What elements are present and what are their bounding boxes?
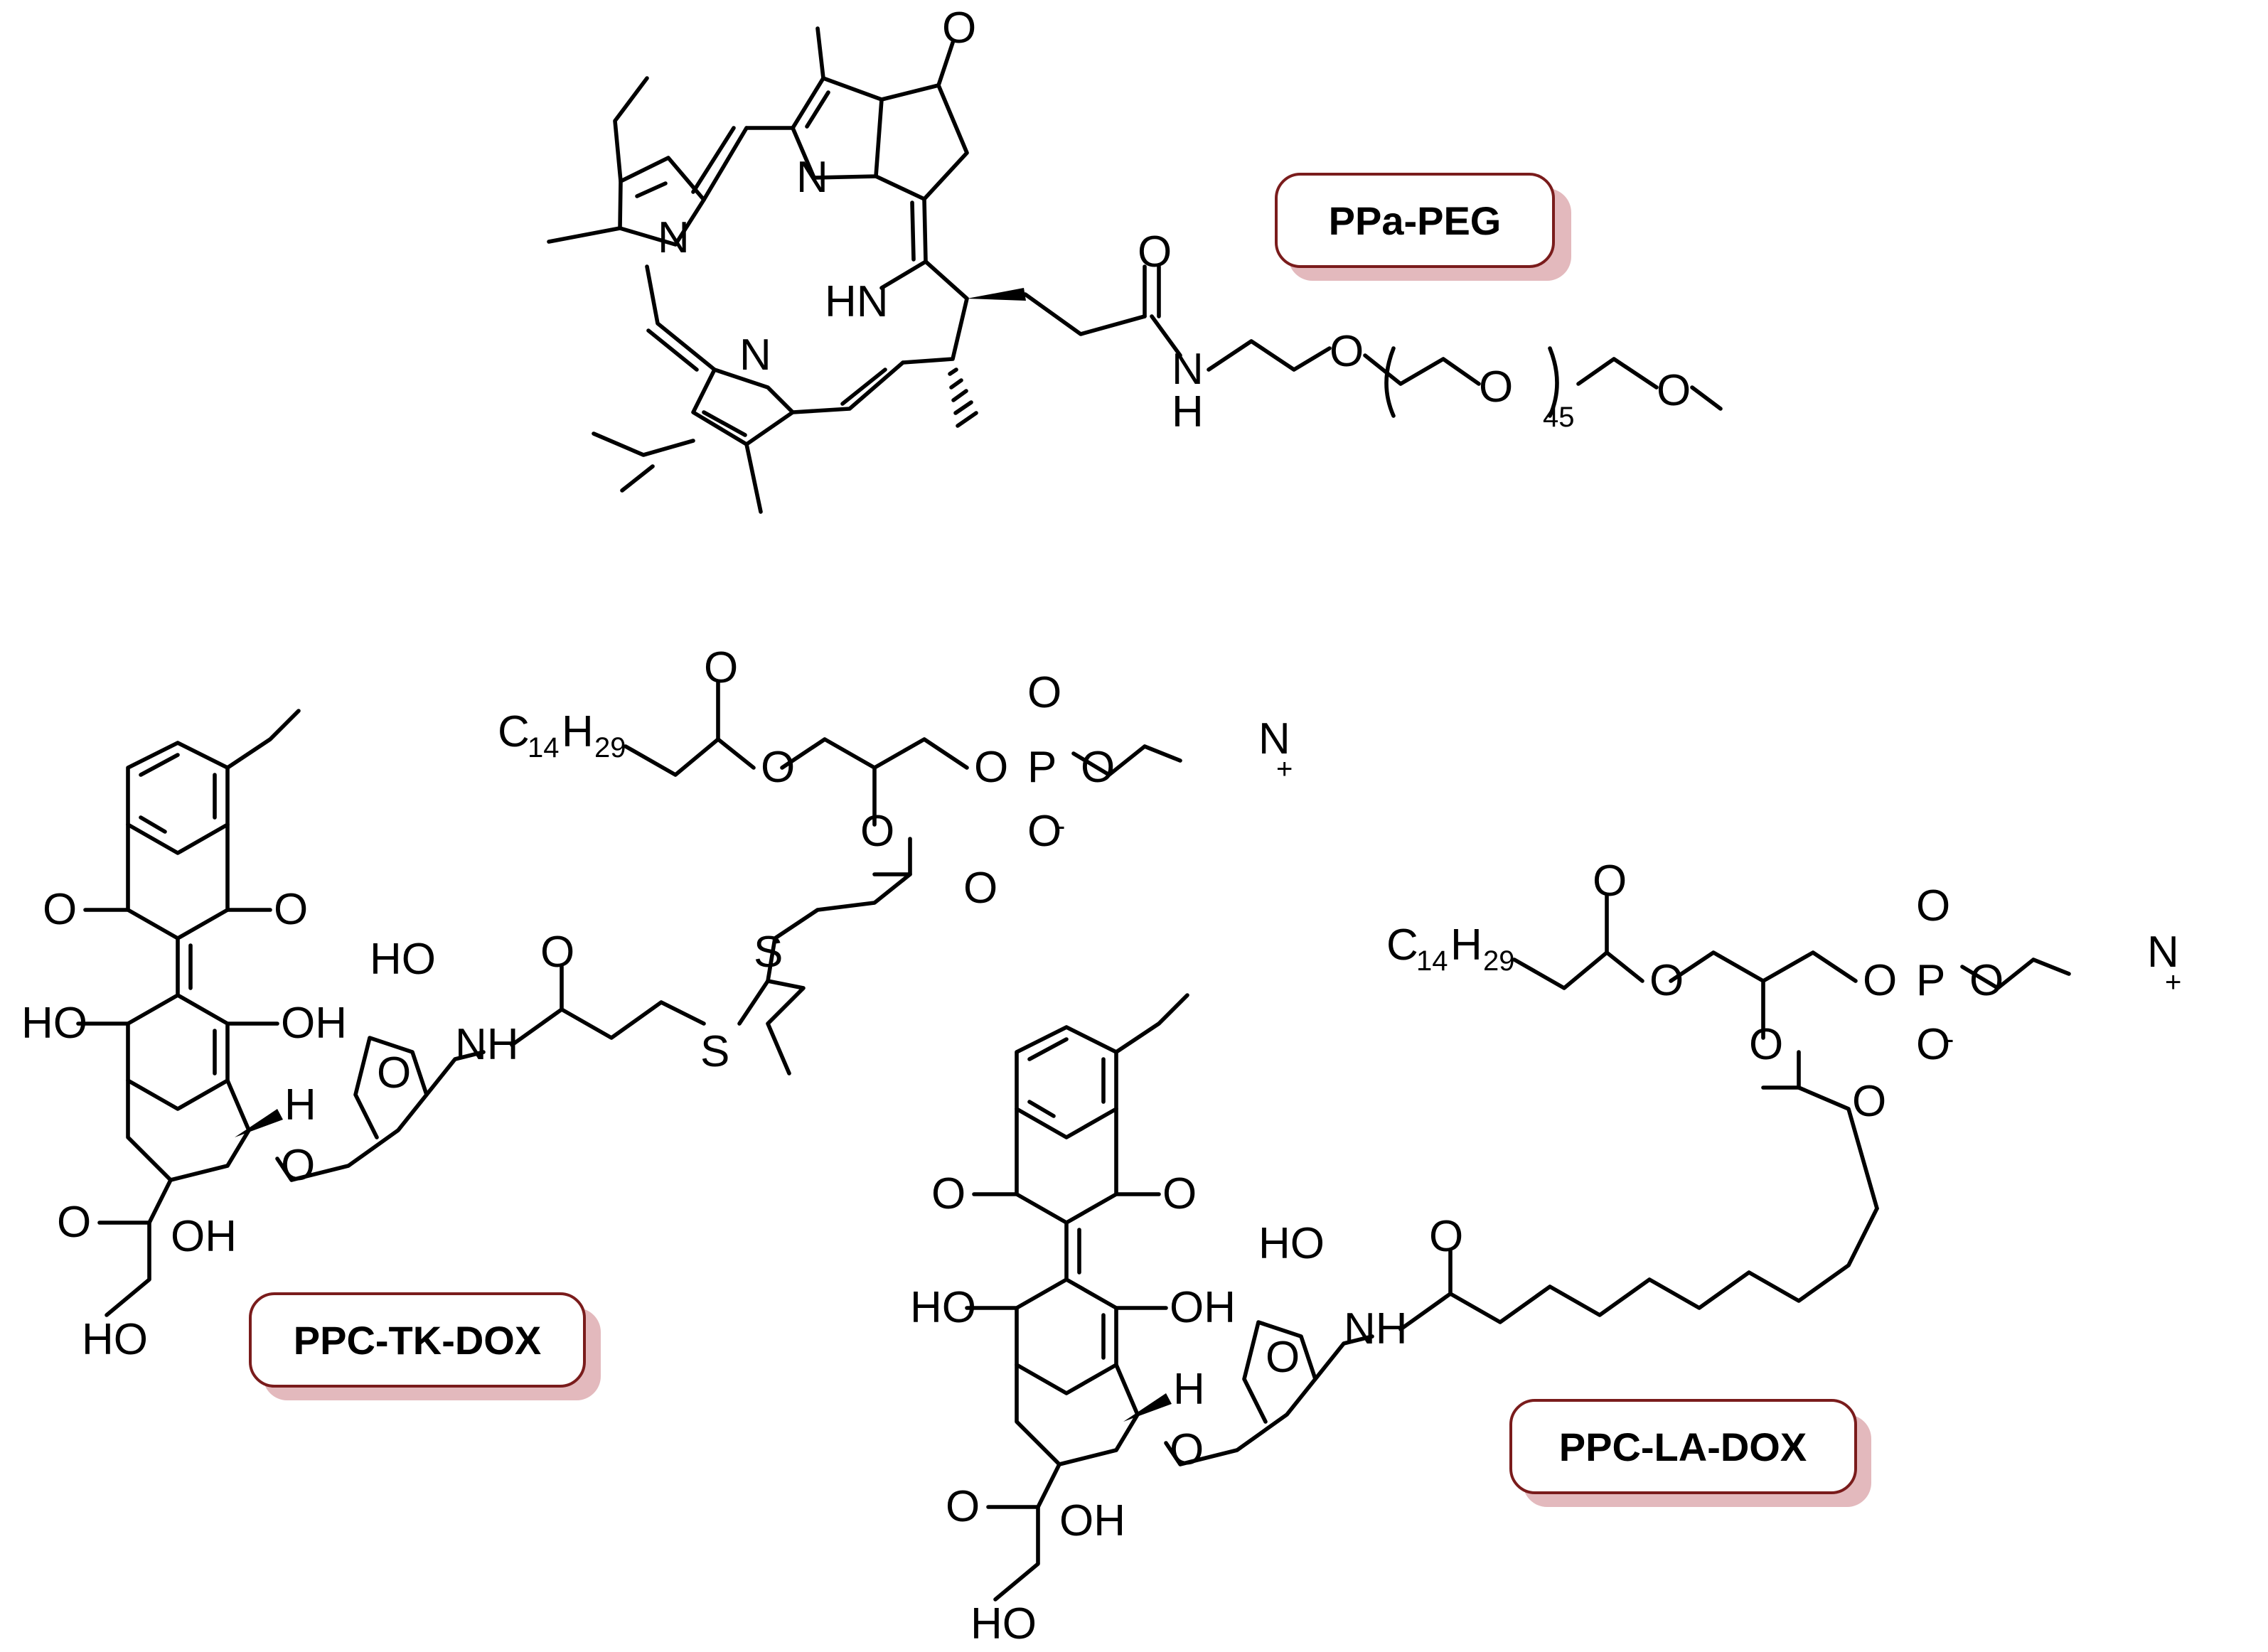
la-minus: - <box>1945 1024 1954 1055</box>
tk-h-sub: 29 <box>594 732 626 763</box>
ppc-tk-dox-badge <box>249 1292 601 1400</box>
ppa-peg-o-peg2: O <box>1479 363 1513 412</box>
ppa-peg-label: PPa-PEG <box>1329 198 1502 243</box>
ppa-peg-o-methoxy: O <box>1657 366 1691 415</box>
tk-o-ring: O <box>377 1048 411 1098</box>
tk-nh: NH <box>455 1020 519 1069</box>
la-h-stereo: H <box>1173 1365 1205 1414</box>
tk-o-phos1: O <box>974 743 1008 792</box>
tk-o-amide: O <box>540 928 574 977</box>
la-o-ester1: O <box>1649 956 1684 1005</box>
ppa-peg-o-amide: O <box>1138 227 1172 277</box>
tk-h-stereo: H <box>284 1080 316 1130</box>
ppa-peg-n1: N <box>658 213 690 262</box>
la-o-keto: O <box>946 1482 980 1531</box>
tk-o-keto: O <box>57 1198 91 1247</box>
ppa-peg-repeat-count: 45 <box>1543 402 1575 433</box>
ppa-peg-n2: N <box>796 153 828 202</box>
tk-plus: + <box>1276 753 1293 785</box>
la-n-plus: N <box>2147 928 2179 977</box>
tk-o-phos-up: O <box>1027 668 1061 717</box>
tk-ho-sugar: HO <box>370 935 436 984</box>
la-o-ester2: O <box>1749 1020 1783 1069</box>
la-o-phos-up: O <box>1916 881 1950 930</box>
tk-c-sub: 14 <box>528 732 560 763</box>
la-o-phos1: O <box>1863 956 1897 1005</box>
la-c-sub: 14 <box>1416 945 1448 977</box>
tk-o-carbonyl2: O <box>963 864 997 913</box>
la-plus: + <box>2165 967 2181 998</box>
la-h: H <box>1450 921 1482 970</box>
ppa-peg-badge <box>1275 173 1571 281</box>
ppa-peg-o-ketone: O <box>942 4 976 53</box>
tk-ho-end: HO <box>82 1315 148 1364</box>
tk-h: H <box>562 707 594 756</box>
ppc-la-dox-structure <box>965 894 2071 1602</box>
ppc-tk-dox-label: PPC-TK-DOX <box>294 1318 541 1363</box>
la-nh: NH <box>1344 1304 1408 1353</box>
la-p: P <box>1916 956 1945 1005</box>
tk-o-quinone2: O <box>274 885 308 934</box>
la-o-glyc: O <box>1170 1425 1204 1474</box>
la-o-quinone2: O <box>1162 1169 1197 1218</box>
tk-o-carbonyl1: O <box>704 643 738 692</box>
tk-s1: S <box>754 928 783 977</box>
ppa-peg-n3: N <box>739 331 771 380</box>
ppa-peg-nh-h: H <box>1172 387 1204 436</box>
ppa-peg-o-peg1: O <box>1330 327 1364 376</box>
ppa-peg-structure <box>547 26 1723 514</box>
la-ho-end: HO <box>970 1599 1037 1648</box>
la-o-amide: O <box>1429 1212 1463 1261</box>
la-oh-tert: OH <box>1059 1496 1125 1545</box>
la-c: C <box>1386 921 1418 970</box>
tk-o-phos-minus: O <box>1027 807 1061 856</box>
la-o-phos-minus: O <box>1916 1020 1950 1069</box>
la-ho-sugar: HO <box>1258 1219 1325 1268</box>
tk-n-plus: N <box>1258 714 1290 763</box>
tk-oh-tert: OH <box>171 1212 237 1261</box>
la-oh-1: OH <box>1170 1283 1236 1332</box>
ppc-la-dox-badge <box>1509 1399 1871 1507</box>
la-o-ring: O <box>1266 1333 1300 1382</box>
tk-o-ester2: O <box>860 807 894 856</box>
tk-o-glyc: O <box>281 1141 315 1190</box>
tk-c: C <box>498 707 530 756</box>
la-o-carbonyl1: O <box>1593 857 1627 906</box>
ppa-peg-nh-n: N <box>1172 345 1204 394</box>
la-o-phos2: O <box>1969 956 2004 1005</box>
tk-o-quinone1: O <box>43 885 77 934</box>
tk-p: P <box>1027 743 1057 792</box>
ppa-peg-hn: HN <box>825 277 889 326</box>
la-ho-1: HO <box>910 1283 976 1332</box>
tk-o-ester1: O <box>761 743 795 792</box>
la-o-quinone1: O <box>931 1169 965 1218</box>
tk-oh-1: OH <box>281 999 347 1048</box>
ppc-tk-dox-structure <box>76 680 1182 1317</box>
tk-ho-1: HO <box>21 999 87 1048</box>
la-h-sub: 29 <box>1483 945 1515 977</box>
tk-minus: - <box>1056 810 1065 842</box>
tk-s2: S <box>700 1027 729 1076</box>
tk-o-phos2: O <box>1081 743 1115 792</box>
la-o-carbonyl2: O <box>1852 1077 1886 1126</box>
ppc-la-dox-label: PPC-LA-DOX <box>1559 1425 1807 1469</box>
